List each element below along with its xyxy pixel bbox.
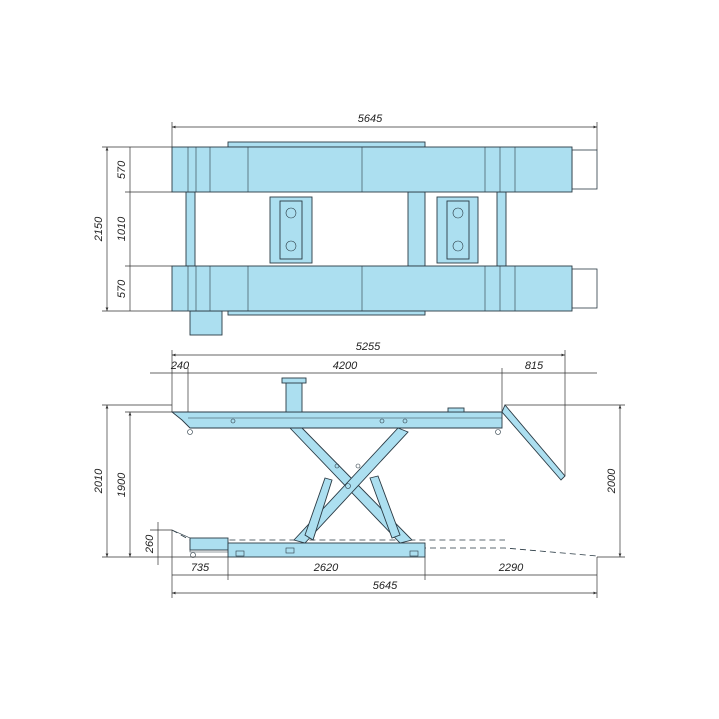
cylinder-right: [369, 475, 401, 539]
base-frame: [227, 542, 426, 558]
dim-max-height-total: 2010: [93, 468, 105, 494]
dim-overall-length: 5645: [373, 580, 398, 592]
ramp: [501, 404, 566, 481]
rail-top: [171, 146, 598, 193]
dim-base-offset: 735: [191, 562, 210, 574]
jack-left: [269, 196, 313, 264]
dim-rail-bottom: 570: [116, 279, 128, 298]
dim-overall-width: 2150: [93, 216, 105, 242]
cross-member-right: [496, 191, 507, 267]
side-view: 5255 240 4200 815 2010 1900 260 2000 735…: [93, 341, 625, 598]
dim-min-height: 260: [144, 534, 156, 554]
dim-base-length: 2620: [313, 562, 339, 574]
dim-max-height-platform: 1900: [116, 472, 128, 497]
cylinder-left: [304, 477, 333, 541]
top-view: 5645 2150 570 1010 570: [93, 113, 598, 336]
jack: [285, 379, 303, 413]
dim-top-length: 5645: [358, 113, 383, 125]
dim-platform-section: 4200: [333, 360, 358, 372]
top-plate: [227, 141, 426, 148]
rail-bottom: [171, 265, 598, 336]
platform: [170, 411, 503, 429]
jack-right: [436, 196, 479, 264]
dim-platform-length: 5255: [356, 341, 381, 353]
dim-rail-gap: 1010: [116, 216, 128, 241]
dim-rail-top: 570: [116, 160, 128, 179]
dim-front-offset: 240: [170, 360, 190, 372]
cross-member-left: [185, 191, 196, 267]
dim-rear-ramp-length: 2290: [498, 562, 524, 574]
cross-member-mid: [407, 191, 426, 267]
dim-ramp-raised-height: 2000: [606, 468, 618, 494]
control-box: [189, 310, 223, 336]
scissor-arm-2: [293, 427, 409, 544]
dim-ramp-length: 815: [525, 360, 544, 372]
